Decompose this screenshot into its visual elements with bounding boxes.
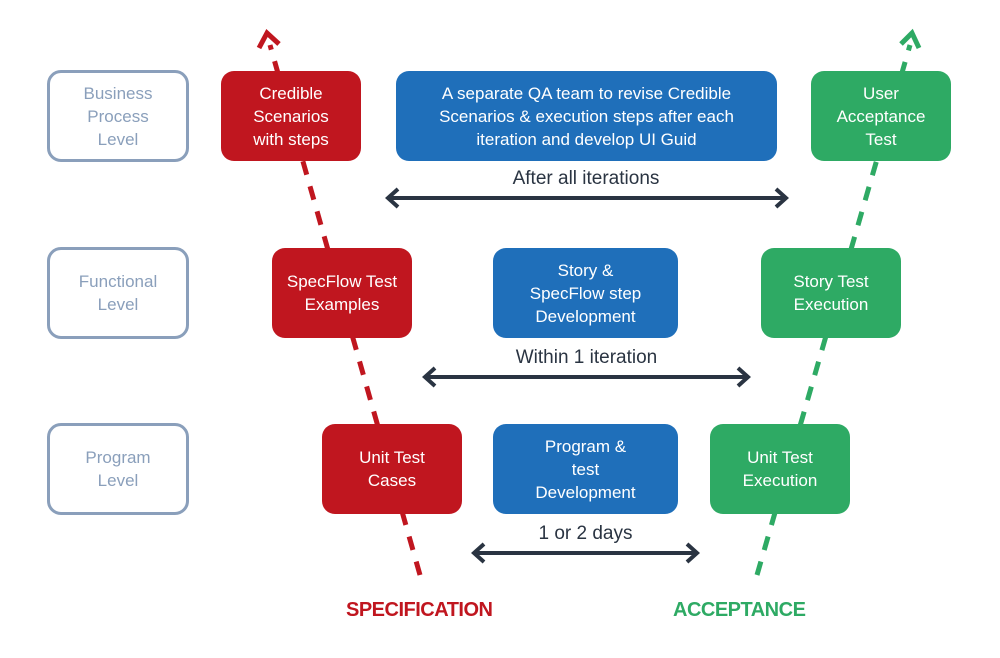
box-text-line: SpecFlow step	[529, 283, 642, 303]
box-text-line: SpecFlow Test	[286, 272, 398, 291]
accept-box-user-acceptance-test: User Acceptance Test	[811, 71, 951, 161]
dev-box-story-specflow-step: Story & SpecFlow step Development	[493, 248, 678, 338]
level-label-line: Level	[97, 129, 139, 149]
box-text-line: Test	[865, 129, 897, 149]
specification-arrowhead-icon	[256, 28, 281, 50]
box-text-line: Scenarios	[253, 106, 329, 126]
level-program: Program Level	[47, 423, 189, 515]
level-business-process: Business Process Level	[47, 70, 189, 162]
box-text-line: Cases	[367, 471, 417, 490]
level-label-line: Business	[83, 83, 153, 103]
box-text-line: Execution	[793, 295, 869, 314]
span-arrow-within-1-iteration	[422, 366, 751, 388]
level-label-line: Functional	[78, 272, 158, 291]
dev-box-program-test: Program & test Development	[493, 424, 678, 514]
accept-box-story-test-execution: Story Test Execution	[761, 248, 901, 338]
box-text-line: Story &	[557, 260, 614, 280]
spec-box-credible-scenarios: Credible Scenarios with steps	[221, 71, 361, 161]
box-text-line: Unit Test	[359, 448, 425, 467]
acceptance-arrowhead-icon	[899, 28, 922, 50]
box-text-line: Unit Test	[747, 448, 813, 467]
box-text-line: Scenarios & execution steps after each	[439, 106, 734, 126]
box-text-line: Development	[535, 306, 636, 326]
box-text-line: Examples	[304, 295, 380, 314]
span-arrow-after-all-iterations	[385, 187, 789, 209]
level-functional: Functional Level	[47, 247, 189, 339]
spec-box-specflow-test-examples: SpecFlow Test Examples	[272, 248, 412, 338]
level-label-line: Process	[87, 106, 149, 126]
box-text-line: test	[571, 459, 600, 479]
span-label-after-all-iterations: After all iterations	[512, 168, 660, 189]
accept-box-unit-test-execution: Unit Test Execution	[710, 424, 850, 514]
dev-box-qa-team: A separate QA team to revise Credible Sc…	[396, 71, 777, 161]
box-text-line: Development	[535, 482, 636, 502]
acceptance-label: ACCEPTANCE	[673, 599, 806, 621]
span-arrow-1-or-2-days	[471, 542, 700, 564]
box-text-line: A separate QA team to revise Credible	[441, 83, 732, 103]
level-label-line: Level	[97, 295, 139, 314]
specification-label: SPECIFICATION	[346, 599, 493, 621]
box-text-line: Program &	[544, 436, 627, 456]
level-label-line: Level	[97, 471, 139, 490]
box-text-line: Acceptance	[836, 106, 926, 126]
spec-box-unit-test-cases: Unit Test Cases	[322, 424, 462, 514]
box-text-line: with steps	[253, 129, 329, 149]
level-label-line: Program	[85, 448, 151, 467]
box-text-line: Credible	[259, 83, 323, 103]
box-text-line: Execution	[742, 471, 818, 490]
box-text-line: User	[863, 83, 899, 103]
box-text-line: Story Test	[793, 272, 869, 291]
span-label-1-or-2-days: 1 or 2 days	[538, 523, 633, 544]
span-label-within-1-iteration: Within 1 iteration	[515, 347, 658, 368]
box-text-line: iteration and develop UI Guid	[476, 129, 697, 149]
